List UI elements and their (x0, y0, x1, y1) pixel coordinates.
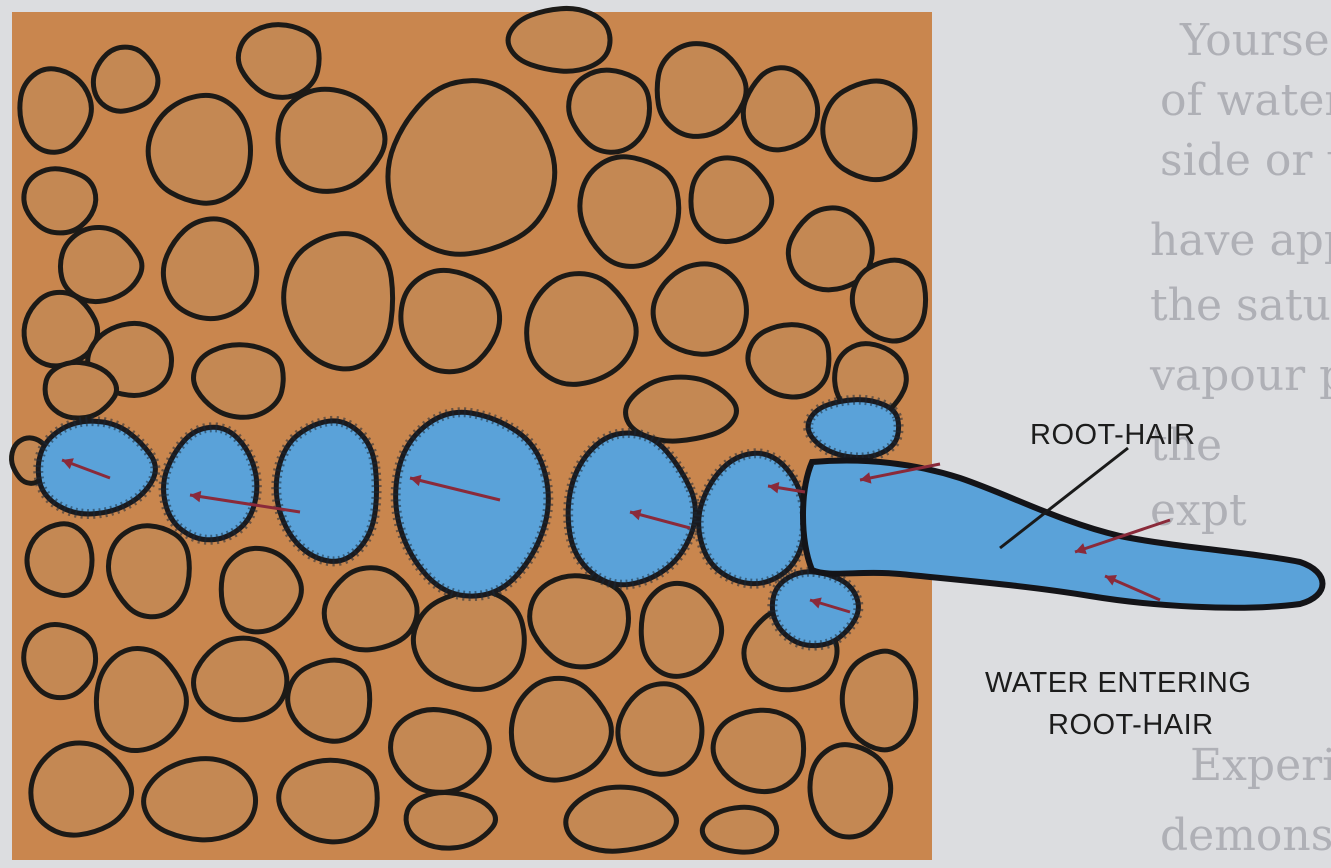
soil-particle (743, 68, 817, 150)
svg-text:vapour press: vapour press (1149, 350, 1331, 401)
soil-particle (24, 169, 96, 233)
soil-particle (413, 591, 524, 690)
water-filled-particle (772, 572, 858, 646)
soil-particle (93, 47, 158, 111)
svg-text:of water on: of water on (1160, 75, 1331, 126)
water-entering-label-line2: ROOT-HAIR (1048, 709, 1214, 741)
svg-text:have appeared: have appeared (1150, 215, 1331, 266)
soil-particle (566, 787, 677, 851)
soil-particle (508, 8, 610, 71)
soil-particle (748, 325, 829, 397)
soil-particle (702, 807, 776, 852)
water-entering-label-line1: WATER ENTERING (985, 667, 1251, 699)
soil-particle (618, 684, 702, 775)
root-hair-label: ROOT-HAIR (1030, 419, 1196, 451)
soil-particle (144, 759, 256, 840)
svg-text:Yourself: Yourself (1179, 15, 1331, 66)
soil-particle (148, 95, 250, 203)
soil-particle (288, 660, 370, 741)
svg-text:Experiment: Experiment (1190, 740, 1331, 791)
soil-particle (653, 264, 746, 354)
soil-particle (657, 44, 746, 137)
svg-text:the saturation: the saturation (1150, 280, 1331, 331)
svg-text:demonstrate fi: demonstrate fi (1160, 810, 1331, 861)
soil-particle (27, 524, 92, 596)
soil-particle (852, 260, 925, 341)
soil-particle (401, 270, 500, 371)
soil-particle (20, 69, 92, 152)
soil-particle (713, 710, 804, 791)
soil-particle (842, 651, 916, 750)
svg-text:expt: expt (1150, 485, 1247, 536)
svg-text:side or the base: side or the base (1160, 135, 1331, 186)
soil-particle (221, 548, 301, 632)
soil-particle (324, 568, 417, 650)
soil-particle (406, 793, 495, 849)
soil-particle (823, 81, 915, 180)
soil-particle (24, 624, 96, 697)
soil-particle (45, 362, 116, 418)
soil-particle (810, 745, 891, 837)
soil-particle (391, 710, 490, 793)
